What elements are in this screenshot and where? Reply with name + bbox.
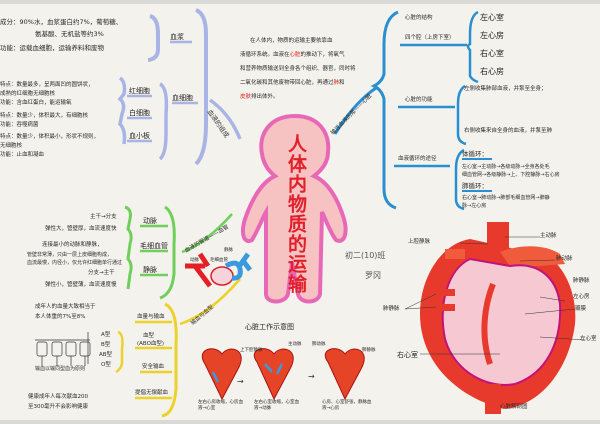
systemic-label: 体循环：: [462, 150, 488, 158]
artery-desc2: 弹性大，管壁厚，血流速度快: [45, 226, 117, 232]
chamber-right-ventricle: 右心室: [480, 49, 504, 58]
wbc-function: 功能：吞噬病菌: [0, 122, 39, 128]
bracket-heart: [370, 10, 399, 210]
chamber-left-atrium: 左心房: [480, 31, 504, 40]
intro-paragraph: 在人体内，物质的运输主要依靠血 液循环系统。血液在心脏的推动下，将氧气 和营养物…: [240, 38, 356, 100]
bracket-plasma: [147, 14, 160, 62]
heart-structure-label: 心脏的结构: [405, 15, 433, 21]
rbc-feature: 特点：数量最多，呈两面凹的圆饼状，: [0, 82, 94, 88]
diagram-artery-label: 动脉: [190, 258, 199, 263]
heart-function-right: 右侧收集来自全身的血液，并泵至肺: [464, 128, 553, 134]
label-pulmonary-vein-left: 肺静脉: [383, 306, 400, 312]
plasma-function: 功能：运载血细胞，运输养料和废物: [0, 44, 104, 52]
vessel-diagram: [185, 252, 252, 288]
wbc-feature: 特点：数量少，体积最大，有细胞核: [0, 113, 89, 119]
working-caption-3: 心房、心室舒张，静脉血液→心房: [322, 400, 372, 411]
heart-chambers-label: 四个腔（上房下室）: [405, 35, 455, 41]
heart-function-left: 左侧收集肺部血液，并泵至全身；: [464, 86, 547, 92]
chamber-right-atrium: 右心房: [480, 67, 504, 76]
working-label-pulmonary-artery: 肺动脉: [312, 342, 326, 347]
type-b: B型: [101, 342, 111, 348]
label-superior-vena-cava: 上腔静脉: [408, 239, 431, 245]
branch-blood: [208, 98, 242, 140]
human-body-figure: [241, 113, 348, 304]
pulmonary-label: 肺循环：: [462, 182, 488, 190]
donation-label: 提倡无偿献血: [135, 390, 169, 396]
capillary-desc1: 连接最小的动脉和静脉，: [42, 242, 103, 248]
plasma-composition: 成分：90%水，血浆蛋白约7%，葡萄糖、: [0, 18, 123, 26]
pulmonary-path-cont: 脉→左心房: [462, 203, 487, 209]
working-caption-2: 左右心室收缩，心室血液→动脉: [254, 400, 299, 411]
author-class: 初二(10)班: [345, 251, 386, 260]
vein-label: 静脉: [143, 266, 157, 274]
bracket-cells: [117, 76, 127, 145]
working-caption-1: 左右心房收缩，心房血液→心室: [198, 400, 243, 411]
type-a: A型: [101, 332, 111, 338]
heart-working-title: 心脏工作示意图: [245, 323, 294, 331]
blood-type-abo: (ABO血型): [137, 341, 165, 347]
capillary-desc2: 管壁非常薄，只由一层上皮细胞构成，: [27, 252, 113, 258]
diagram-capillary-label: 毛细血管: [210, 258, 228, 263]
vein-desc2: 弹性小，管壁薄，血流速度慢: [45, 282, 117, 288]
iv-bags-drawing: [35, 332, 91, 366]
donation-desc1: 健康成年人每次献血200: [28, 394, 88, 400]
safe-transfusion-label: 安全输血: [142, 364, 165, 370]
working-label-aorta: 主动脉: [288, 342, 302, 347]
plasma-composition-cont: 氨基酸、无机盐等约3%: [35, 30, 104, 38]
mindmap-lines: →→: [35, 8, 586, 418]
bracket-celltypes: [158, 82, 169, 161]
artery-label: 动脉: [143, 217, 157, 225]
capillary-desc3: 血流最慢，内径小，仅允许红细胞单行通过: [27, 260, 123, 266]
platelet-label: 血小板: [129, 132, 150, 140]
blood-type-caption: 输血以输同型血为原则: [35, 366, 86, 372]
circulation-label: 血液循环的途径: [398, 156, 437, 162]
bracket-blood: [194, 8, 208, 166]
label-aorta: 主动脉: [540, 233, 557, 239]
platelet-function: 功能：止血和凝血: [0, 152, 45, 158]
label-left-atrium: 左心房: [573, 294, 590, 300]
working-label-vena-cava: 上下腔静脉: [240, 348, 263, 353]
plasma-label: 血浆: [170, 33, 184, 41]
heart-cross-section-diagram: [404, 222, 586, 414]
pulmonary-path: 右心室→肺动脉→肺部毛细血管网→肺静: [462, 195, 550, 201]
heart-cross-section-title: 心脏解剖图: [500, 404, 528, 410]
label-right-ventricle: 右心室: [397, 351, 418, 359]
rbc-function: 功能：含血红蛋白，能运输氧: [0, 100, 72, 106]
systemic-path-cont: 细血管网→各级静脉→上、下腔静脉→右心房: [462, 172, 560, 178]
blood-volume-desc1: 成年人的血量大致相当于: [35, 304, 96, 310]
vein-desc1: 分支→主干: [88, 270, 115, 276]
heart-function-label: 心脏的功能: [405, 97, 433, 103]
capillary-label: 毛细血管: [140, 242, 168, 250]
chamber-left-ventricle: 左心室: [480, 13, 504, 22]
svg-text:→: →: [237, 377, 244, 386]
svg-text:→: →: [308, 372, 315, 381]
diagram-vein-label: 静脉: [224, 248, 233, 253]
blood-cells-label: 血细胞: [172, 94, 193, 102]
blood-type-label: 血型: [143, 333, 155, 339]
blood-volume-label: 血量与输血: [137, 314, 165, 320]
label-pulmonary-vein-right: 肺静脉: [573, 278, 590, 284]
rbc-label: 红细胞: [129, 87, 150, 95]
rbc-feature2: 成熟的红细胞无细胞核: [0, 91, 56, 97]
poster: →→ 成分：90%水，血浆蛋白约7%，葡萄糖、 氨基酸、无机盐等约3% 功能：运…: [0, 4, 600, 420]
branch-heart: [333, 86, 377, 135]
label-pulmonary-artery: 肺动脉: [556, 256, 573, 262]
type-o: O型: [101, 362, 111, 368]
wbc-label: 白细胞: [129, 109, 150, 117]
working-label-pulmonary-vein: 肺静脉: [362, 348, 376, 353]
label-valve: 瓣膜: [575, 306, 587, 312]
blood-volume-desc2: 本人体重的7%至8%: [35, 314, 86, 320]
platelet-feature2: 无细胞核: [0, 143, 23, 149]
donation-desc2: 至300毫升不会影响健康: [28, 404, 88, 410]
systemic-path: 左心室→主动脉→各级动脉→全身各处毛: [462, 164, 550, 170]
label-left-ventricle: 左心室: [580, 336, 597, 342]
artery-desc1: 主干→分支: [90, 214, 117, 220]
type-ab: AB型: [99, 352, 113, 358]
heart-working-diagrams: →→: [201, 348, 365, 401]
author-name: 罗冈: [365, 271, 381, 280]
platelet-feature: 特点：数量少，体积最小，形状不规则，: [0, 134, 100, 140]
poster-title: 人体内物质的运输: [285, 134, 307, 294]
